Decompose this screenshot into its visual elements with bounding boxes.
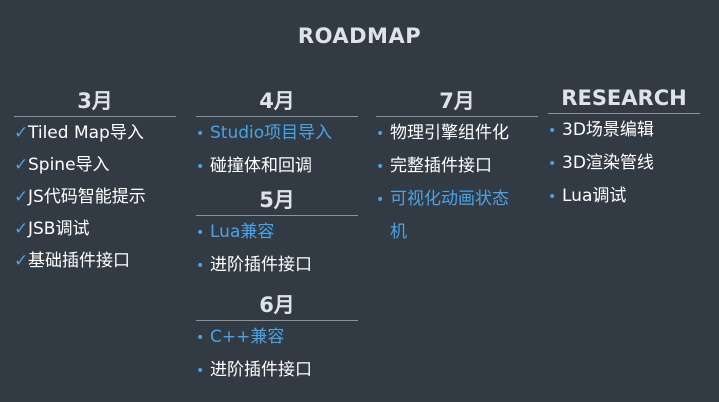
list-item: •可视化动画状态: [376, 183, 538, 216]
list-item: •Lua调试: [548, 180, 700, 213]
list-item: ✓Spine导入: [14, 149, 176, 181]
bullet-icon: •: [196, 225, 205, 241]
bullet-icon: •: [548, 156, 557, 172]
bullet-icon: •: [548, 123, 557, 139]
section-may: 5月 •Lua兼容 •进阶插件接口: [196, 187, 358, 282]
list-item: •物理引擎组件化: [376, 117, 538, 150]
checkmark-icon: ✓: [14, 123, 29, 143]
list-item: •3D场景编辑: [548, 114, 700, 147]
bullet-icon: •: [196, 363, 205, 379]
column-research: RESEARCH •3D场景编辑 •3D渲染管线 •Lua调试: [548, 85, 700, 213]
bullet-icon: •: [196, 126, 205, 142]
list-april: •Studio项目导入 •碰撞体和回调: [196, 117, 358, 183]
list-item: •完整插件接口: [376, 150, 538, 183]
column-heading-march: 3月: [14, 88, 176, 117]
bullet-icon: •: [376, 126, 385, 142]
column-july: 7月 •物理引擎组件化 •完整插件接口 •可视化动画状态 机: [376, 88, 538, 248]
column-march: 3月 ✓Tiled Map导入 ✓Spine导入 ✓JS代码智能提示 ✓JSB调…: [14, 88, 176, 277]
list-item: •C++兼容: [196, 321, 358, 354]
bullet-icon: •: [376, 192, 385, 208]
list-item: •进阶插件接口: [196, 354, 358, 387]
column-heading-april: 4月: [196, 88, 358, 117]
checkmark-icon: ✓: [14, 219, 29, 239]
bullet-icon: •: [196, 258, 205, 274]
column-heading-may: 5月: [196, 187, 358, 216]
checkmark-icon: ✓: [14, 187, 29, 207]
list-item: ✓JSB调试: [14, 213, 176, 245]
list-item: •3D渲染管线: [548, 147, 700, 180]
list-item-continuation: 机: [390, 222, 407, 242]
column-april-june: 4月 •Studio项目导入 •碰撞体和回调 5月 •Lua兼容 •进阶插件接口…: [196, 88, 358, 387]
list-item: •Lua兼容: [196, 216, 358, 249]
section-april: 4月 •Studio项目导入 •碰撞体和回调: [196, 88, 358, 183]
checkmark-icon: ✓: [14, 251, 29, 271]
list-july: •物理引擎组件化 •完整插件接口 •可视化动画状态 机: [376, 117, 538, 248]
list-march: ✓Tiled Map导入 ✓Spine导入 ✓JS代码智能提示 ✓JSB调试 ✓…: [14, 117, 176, 277]
section-june: 6月 •C++兼容 •进阶插件接口: [196, 292, 358, 387]
bullet-icon: •: [376, 159, 385, 175]
list-item: ✓Tiled Map导入: [14, 117, 176, 149]
bullet-icon: •: [196, 330, 205, 346]
column-heading-research: RESEARCH: [548, 85, 700, 114]
list-item: •进阶插件接口: [196, 249, 358, 282]
bullet-icon: •: [196, 159, 205, 175]
list-item: •Studio项目导入: [196, 117, 358, 150]
checkmark-icon: ✓: [14, 155, 29, 175]
bullet-icon: •: [548, 189, 557, 205]
list-research: •3D场景编辑 •3D渲染管线 •Lua调试: [548, 114, 700, 213]
list-item: •碰撞体和回调: [196, 150, 358, 183]
list-june: •C++兼容 •进阶插件接口: [196, 321, 358, 387]
column-heading-june: 6月: [196, 292, 358, 321]
column-heading-july: 7月: [376, 88, 538, 117]
page-title: ROADMAP: [297, 24, 422, 48]
list-item: ✓JS代码智能提示: [14, 181, 176, 213]
list-item: ✓基础插件接口: [14, 245, 176, 277]
list-may: •Lua兼容 •进阶插件接口: [196, 216, 358, 282]
